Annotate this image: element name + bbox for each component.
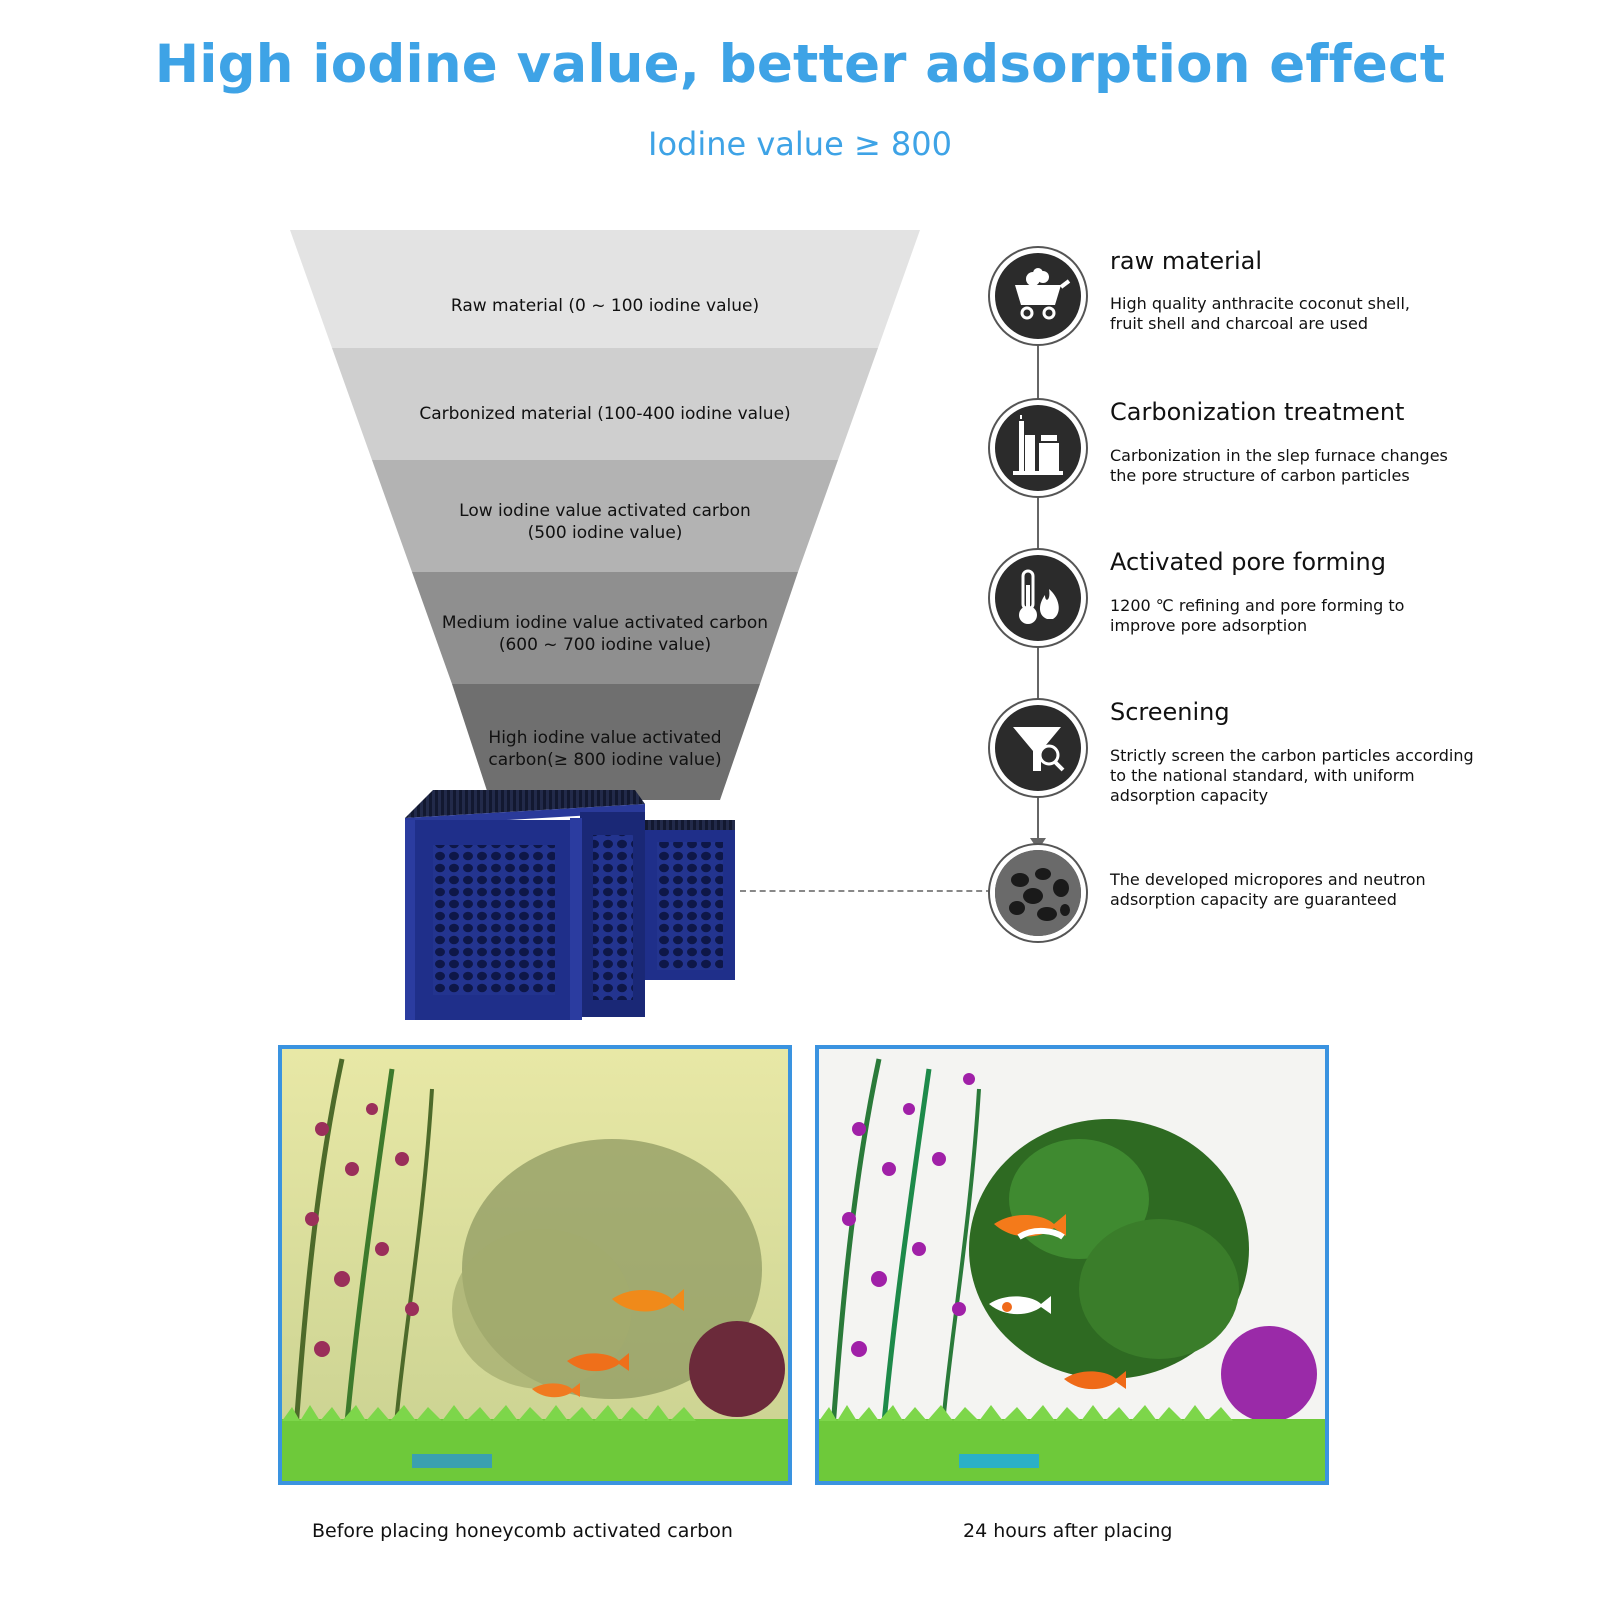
timeline-arrow-icon — [1030, 838, 1046, 850]
after-tank-image — [815, 1045, 1329, 1485]
timeline-line-3 — [1037, 642, 1039, 702]
funnel-layer-1 — [290, 230, 920, 348]
dashed-connector — [740, 890, 992, 892]
funnel-layer-3 — [372, 460, 838, 572]
timeline-line-1 — [1037, 340, 1039, 402]
funnel-label-3: Low iodine value activated carbon (500 i… — [459, 501, 751, 543]
funnel-label-5: High iodine value activated carbon(≥ 800… — [488, 728, 722, 770]
thermometer-flame-icon — [995, 555, 1081, 641]
honeycomb-carbon-block-icon — [405, 790, 735, 1020]
step-desc-raw-material: High quality anthracite coconut shell,fr… — [1110, 294, 1410, 333]
before-caption: Before placing honeycomb activated carbo… — [312, 1520, 733, 1542]
funnel-magnifier-icon — [995, 705, 1081, 791]
step-title-carbonization: Carbonization treatment — [1110, 398, 1405, 426]
funnel-label-1: Raw material (0 ~ 100 iodine value) — [450, 296, 760, 316]
micropore-icon — [995, 850, 1081, 936]
after-caption: 24 hours after placing — [963, 1520, 1173, 1542]
mine-cart-icon — [995, 253, 1081, 339]
step-title-activated: Activated pore forming — [1110, 548, 1386, 576]
funnel-layer-5 — [452, 684, 760, 800]
timeline-line-2 — [1037, 492, 1039, 552]
funnel-label-4: Medium iodine value activated carbon (60… — [441, 613, 769, 655]
iodine-funnel — [290, 230, 920, 800]
page-title: High iodine value, better adsorption eff… — [154, 34, 1446, 95]
step-desc-carbonization: Carbonization in the slep furnace change… — [1110, 446, 1448, 485]
timeline-line-4 — [1037, 792, 1039, 840]
furnace-icon — [995, 405, 1081, 491]
step-desc-screening: Strictly screen the carbon particles acc… — [1110, 746, 1474, 805]
before-tank-image — [278, 1045, 792, 1485]
funnel-label-2: Carbonized material (100-400 iodine valu… — [419, 404, 791, 424]
step-title-screening: Screening — [1110, 698, 1230, 726]
step-title-raw-material: raw material — [1110, 247, 1263, 275]
funnel-layer-4 — [412, 572, 798, 684]
funnel-layer-2 — [332, 348, 878, 460]
page-subtitle: Iodine value ≥ 800 — [648, 125, 952, 163]
